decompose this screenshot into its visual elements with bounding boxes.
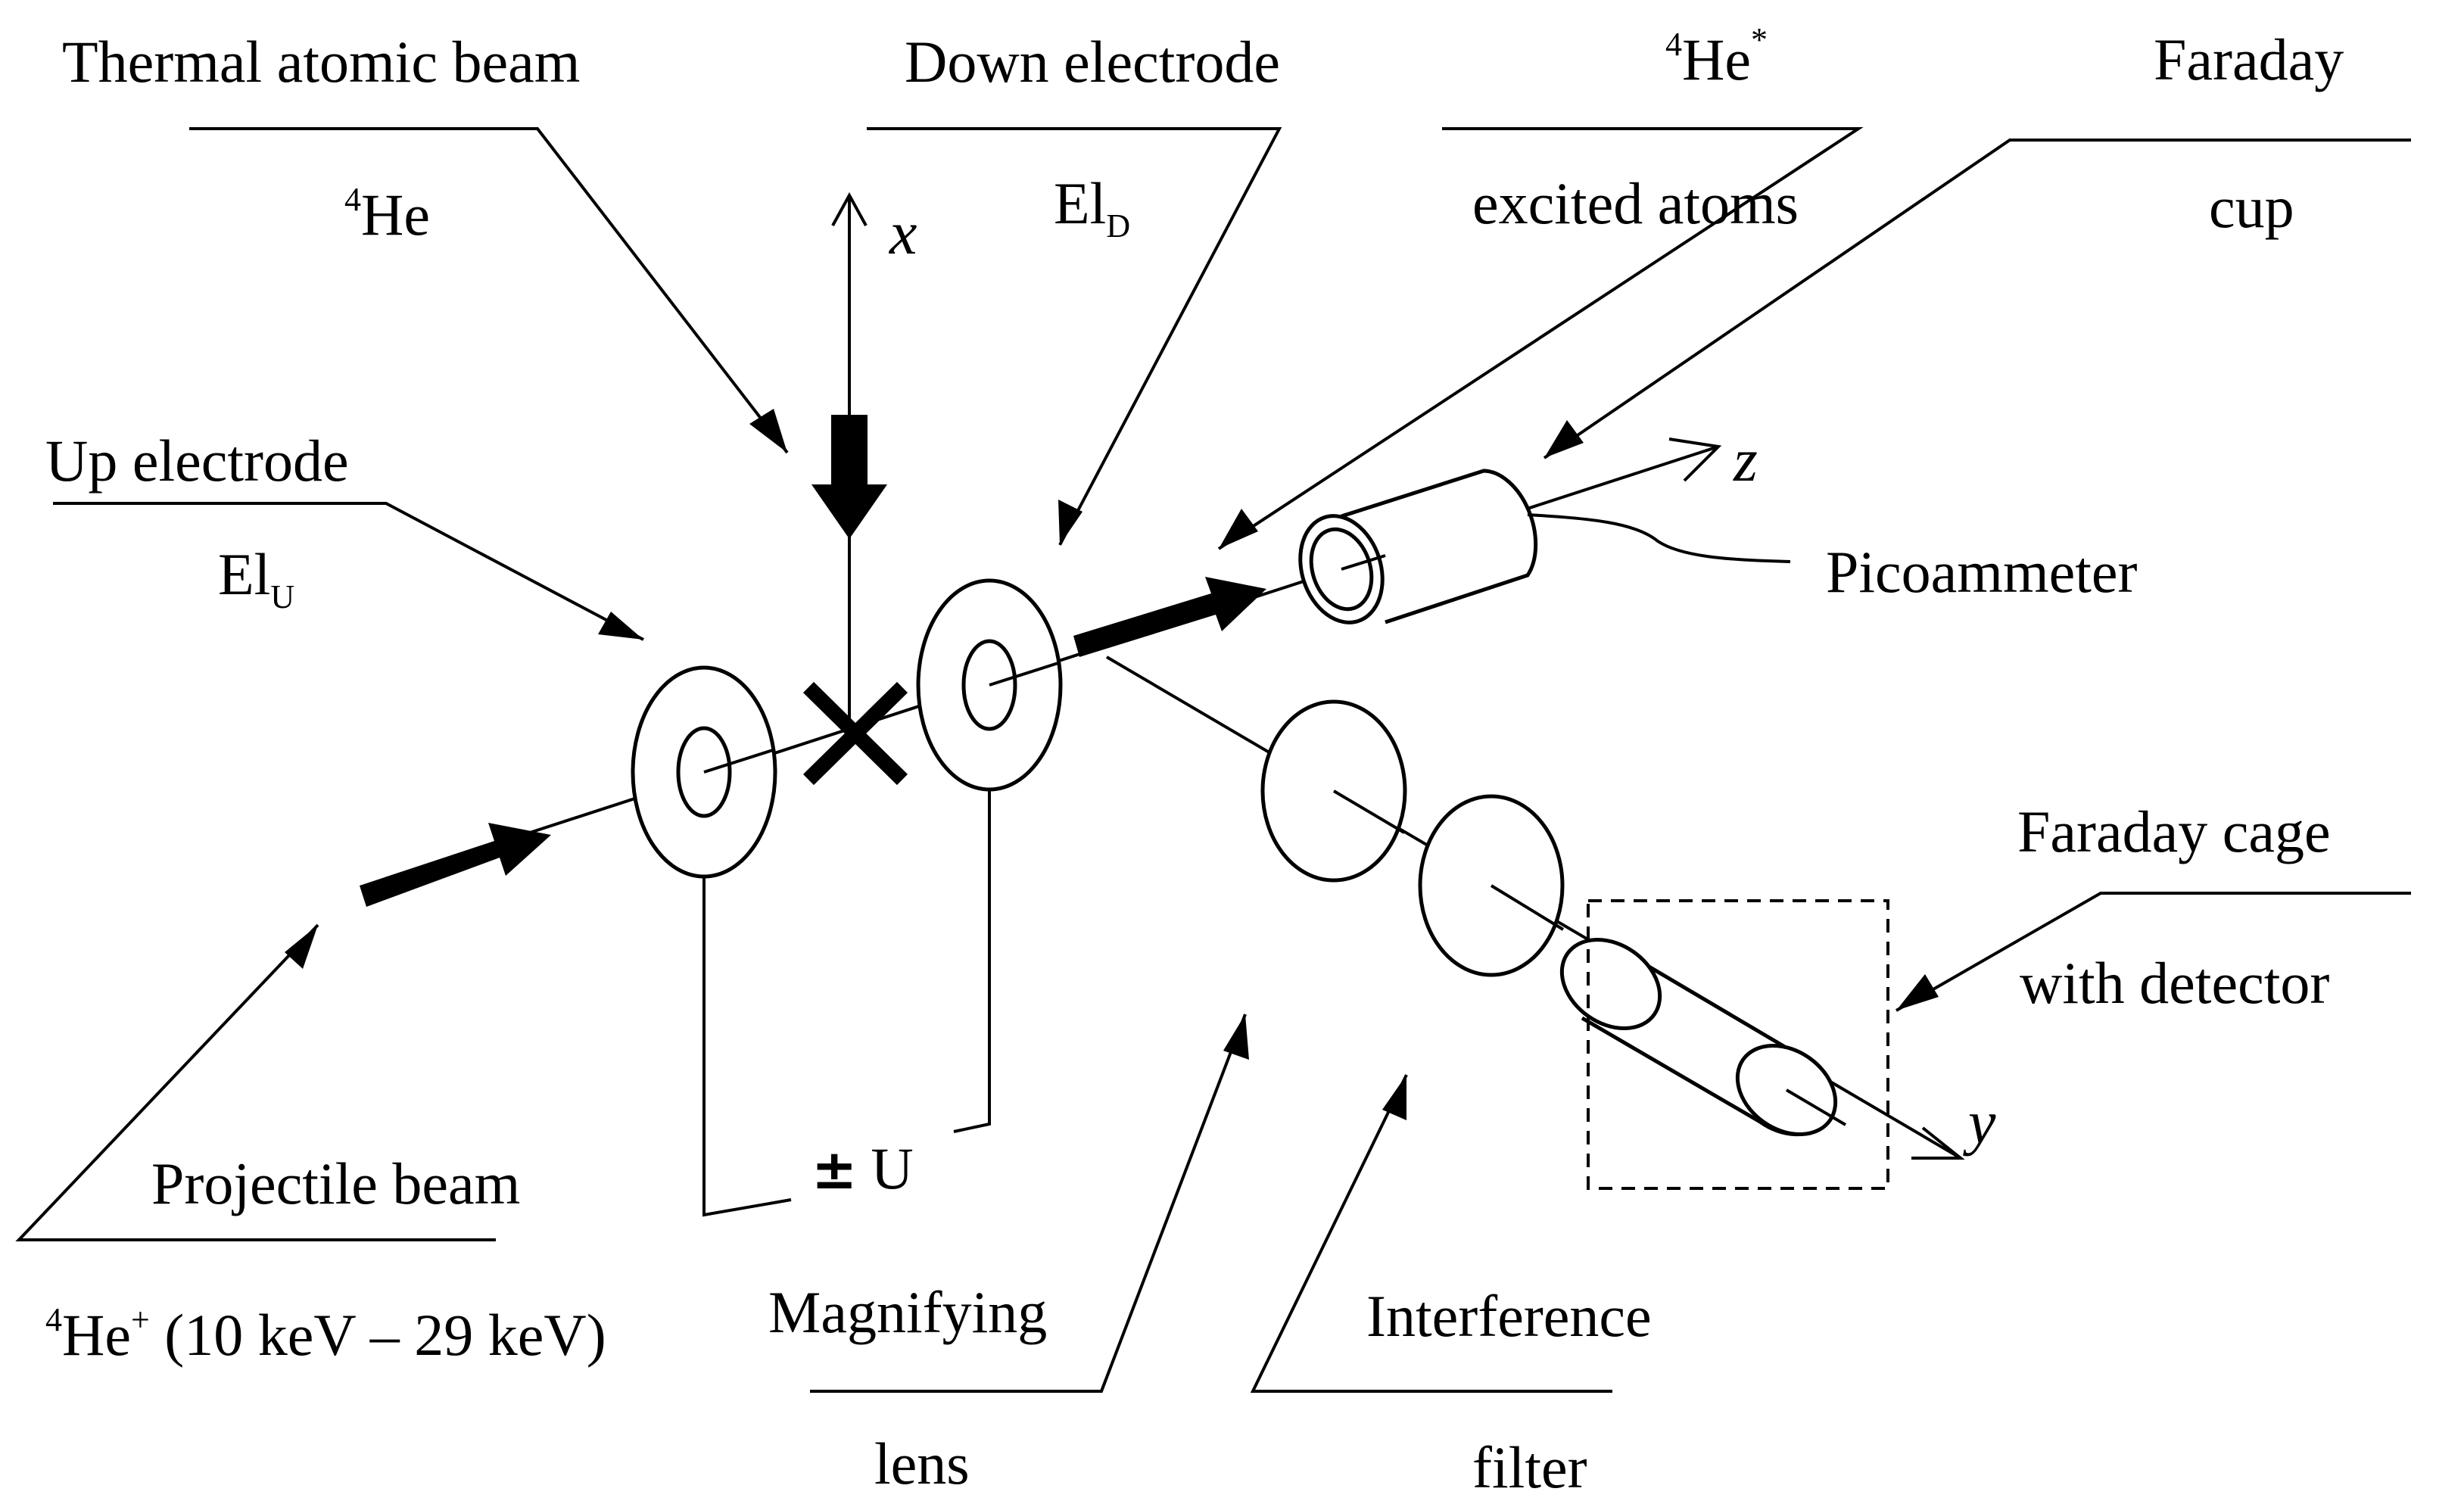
projectile-species: 4He+ (10 keV – 29 keV) xyxy=(45,1301,606,1368)
interaction-point-cross xyxy=(802,681,908,786)
z-axis-label: z xyxy=(1733,425,1758,494)
down-electrode xyxy=(916,578,1063,792)
down-electrode-symbol: ElD xyxy=(1054,170,1130,244)
up-electrode-title: Up electrode xyxy=(45,428,349,494)
faraday-cage-line1: Faraday cage xyxy=(2017,799,2331,864)
lens-line2: lens xyxy=(874,1431,970,1496)
picoammeter-cable xyxy=(1527,513,1791,563)
detector xyxy=(1559,937,1847,1137)
projectile-title: Projectile beam xyxy=(151,1151,520,1216)
filter-line1: Interference xyxy=(1366,1283,1652,1349)
x-axis-label: x xyxy=(889,198,917,267)
x-axis-arrowhead xyxy=(831,192,868,226)
voltage-wiring xyxy=(702,789,991,1217)
y-axis-label: y xyxy=(1963,1088,1996,1157)
leader-lines xyxy=(15,127,2411,1393)
projectile-beam-arrow xyxy=(360,823,551,907)
down-electrode-title: Down electrode xyxy=(905,29,1280,95)
thermal-beam-title: Thermal atomic beam xyxy=(62,29,580,95)
z-axis-arrowhead xyxy=(1668,438,1722,482)
faraday-cage-line2: with detector xyxy=(2020,950,2329,1016)
voltage-label: ±U xyxy=(811,1135,914,1201)
faraday-cup-line1: Faraday xyxy=(2154,26,2344,92)
excited-atoms-species: 4He* xyxy=(1665,21,1768,92)
faraday-cup-line2: cup xyxy=(2209,174,2294,240)
faraday-cage-box xyxy=(1587,899,1889,1190)
thermal-beam-arrow xyxy=(811,415,887,539)
y-axis-arrowhead xyxy=(1911,1126,1965,1160)
excited-atoms-arrow xyxy=(1073,577,1266,657)
thermal-beam-species: 4He xyxy=(344,181,430,248)
lens-line1: Magnifying xyxy=(768,1279,1047,1345)
filter-line2: filter xyxy=(1472,1434,1587,1500)
faraday-cup xyxy=(1298,469,1538,624)
up-electrode xyxy=(631,665,777,879)
up-electrode-symbol: ElU xyxy=(218,541,294,615)
picoammeter-label: Picoammeter xyxy=(1826,539,2138,605)
excited-atoms-desc: excited atoms xyxy=(1472,170,1799,236)
